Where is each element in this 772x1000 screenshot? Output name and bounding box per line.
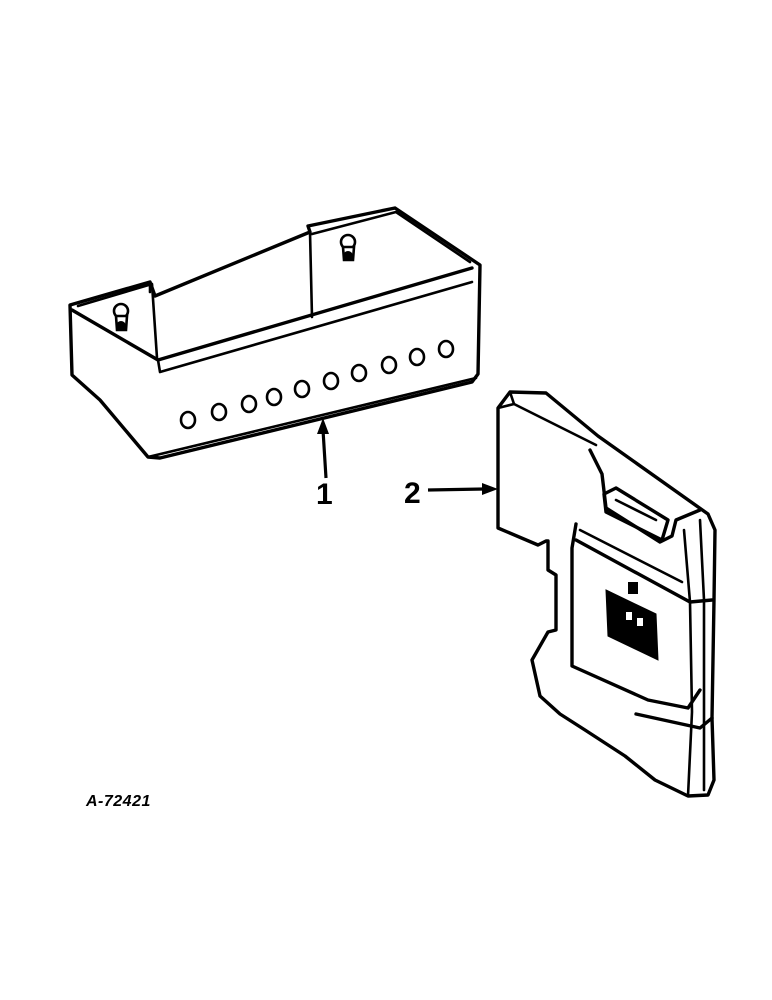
figure-code: A-72421 (85, 793, 151, 810)
weight-front-panel (570, 522, 702, 710)
weight-handle-recess (588, 448, 702, 544)
weight-handle-opening (602, 486, 670, 542)
callout-1-label: 1 (316, 478, 333, 511)
mounting-hole-row (179, 339, 455, 430)
callout-2-label: 2 (404, 477, 421, 510)
bracket-base-fold (156, 280, 474, 374)
mounting-hole (437, 339, 455, 359)
weight-emblem-logo (605, 582, 659, 661)
bracket-inner-rim (70, 266, 474, 362)
mounting-hole (240, 394, 258, 414)
callout-2-arrowhead (482, 483, 498, 495)
emblem-top-block (628, 582, 638, 594)
bracket-right-upright (310, 210, 472, 264)
weight-side-edge (682, 528, 694, 798)
emblem-notch-right (637, 618, 643, 626)
mounting-hole (293, 379, 311, 399)
keyhole-slot-right (339, 233, 357, 262)
callout-2: 2 (404, 477, 498, 510)
callout-1-leader-line (321, 429, 328, 479)
callout-2-leader-line (427, 487, 485, 492)
bracket-outline (68, 206, 482, 460)
mounting-hole (350, 363, 368, 383)
mounting-hole (380, 355, 398, 375)
keyhole-slot-left (112, 302, 130, 332)
keyhole-right-dot (343, 251, 353, 261)
weight-front-panel-inner (578, 528, 684, 584)
weight-handle-inner (614, 498, 658, 522)
weight-seam-upper (574, 538, 714, 604)
bracket-left-upright (76, 282, 159, 360)
bracket-front-bottom (146, 376, 478, 459)
mounting-hole (179, 410, 197, 430)
weight-outline (496, 390, 717, 798)
keyhole-left-dot (116, 321, 126, 331)
callout-1-arrowhead (317, 418, 329, 434)
mounting-hole (210, 402, 228, 422)
bracket-right-upright-front (308, 230, 314, 319)
weight-seam-lower (634, 712, 714, 730)
callout-1: 1 (316, 418, 333, 511)
weight-top-face (496, 402, 516, 410)
mounting-hole (408, 347, 426, 367)
weight-bracket-part (68, 206, 482, 460)
suitcase-weight-part (496, 390, 717, 798)
weight-side-edge-rear (698, 518, 706, 792)
emblem-notch-left (626, 612, 632, 620)
mounting-hole (322, 371, 340, 391)
mounting-hole (265, 387, 283, 407)
